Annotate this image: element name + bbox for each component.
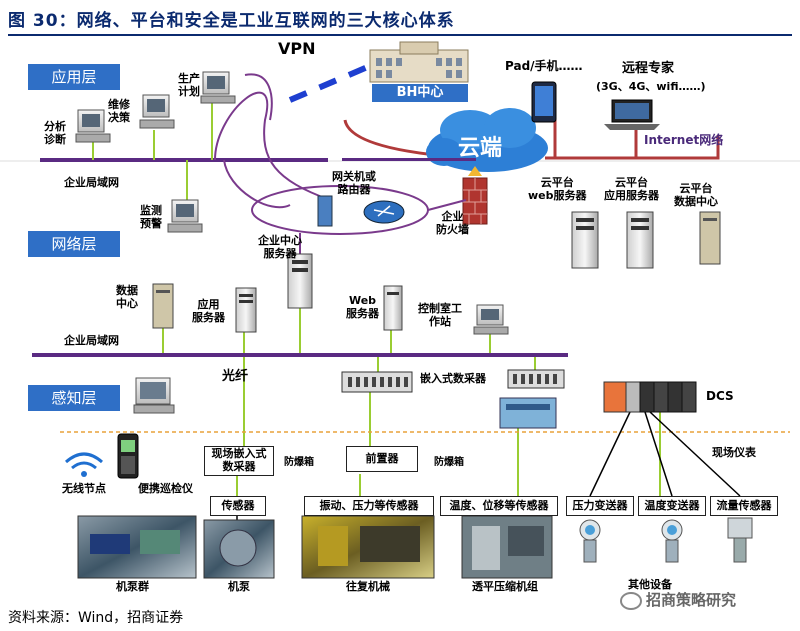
temp-sensor-box: 温度、位移等传感器 [440, 496, 558, 516]
purple-links [214, 73, 467, 268]
production-plan-label: 生产 计划 [178, 72, 200, 98]
network-bus [32, 353, 568, 357]
web-server-label: Web 服务器 [346, 294, 379, 320]
handheld-icon [117, 433, 139, 479]
cloud-app-label: 云平台 应用服务器 [604, 176, 659, 202]
machine-photo [77, 515, 197, 579]
field-collector-box: 现场嵌入式 数采器 [204, 446, 274, 476]
vpn-label: VPN [278, 39, 316, 58]
center-server-label: 企业中心 服务器 [258, 234, 302, 260]
server-icon [571, 211, 599, 269]
firewall-label: 企业 防火墙 [436, 210, 469, 236]
computer-icon [75, 109, 111, 143]
building-icon [369, 41, 469, 83]
green-links [92, 98, 661, 496]
computer-icon [139, 94, 175, 129]
analysis-label: 分析 诊断 [44, 120, 66, 146]
instrument-links [236, 411, 741, 520]
transmitter-icon [661, 519, 683, 563]
internet-label: Internet网络 [644, 133, 724, 147]
machine-photo [203, 519, 275, 579]
computer-icon [133, 377, 175, 414]
pressure-tx-box: 压力变送器 [566, 496, 634, 516]
pad-label: Pad/手机…… [505, 59, 583, 73]
layer-tag-network: 网络层 [28, 231, 120, 257]
pump-label: 机泵 [228, 580, 250, 593]
fiber-label: 光纤 [222, 369, 249, 384]
temp-tx-box: 温度变送器 [638, 496, 706, 516]
layer-tag-application: 应用层 [28, 64, 120, 90]
embedded-collector-label: 嵌入式数采器 [420, 372, 486, 385]
field-instrument-label: 现场仪表 [712, 446, 756, 459]
turbo-compressor-label: 透平压缩机组 [472, 580, 538, 593]
preprocessor-box: 前置器 [346, 446, 418, 472]
dcs-icon [603, 381, 697, 413]
server-icon [699, 211, 721, 265]
computer-icon [200, 71, 236, 104]
lan1-label: 企业局域网 [64, 176, 119, 189]
vpn-link [288, 63, 372, 103]
gateway-label: 网关机或 路由器 [332, 170, 376, 196]
maintenance-label: 维修 决策 [108, 98, 130, 124]
figure-title: 图 30：网络、平台和安全是工业互联网的三大核心体系 [8, 11, 455, 31]
laptop-icon [604, 99, 660, 130]
machine-photo [461, 515, 553, 579]
firewall-icon [462, 166, 488, 225]
flow-sensor-box: 流量传感器 [710, 496, 778, 516]
remote-expert-label: 远程专家 [622, 61, 675, 76]
explosion-box-2-label: 防爆箱 [434, 457, 464, 468]
reciprocating-label: 往复机械 [346, 580, 390, 593]
wifi-icon [65, 452, 103, 477]
layer-tag-sensing: 感知层 [28, 385, 120, 411]
application-bus [40, 158, 476, 162]
other-equipment-label: 其他设备 [628, 578, 672, 591]
dcs-label: DCS [706, 389, 734, 403]
server-icon [383, 285, 403, 331]
vib-sensor-box: 振动、压力等传感器 [304, 496, 434, 516]
server-icon [235, 287, 257, 333]
monitor-label: 监测 预警 [140, 204, 162, 230]
cloud-dc-label: 云平台 数据中心 [674, 182, 718, 208]
watermark: 招商策略研究 [620, 589, 736, 610]
transmitter-icon [727, 517, 753, 563]
tablet-icon [531, 81, 557, 123]
machine-photo [301, 515, 435, 579]
remote-expert-sub: (3G、4G、wifi……) [596, 80, 706, 93]
app-server-label: 应用 服务器 [192, 298, 225, 324]
collector-icon [499, 369, 565, 429]
patrol-label: 便携巡检仪 [138, 482, 193, 495]
sensor-box: 传感器 [210, 496, 266, 516]
pump-group-label: 机泵群 [116, 580, 149, 593]
control-ws-label: 控制室工 作站 [418, 302, 462, 328]
watermark-text: 招商策略研究 [646, 591, 737, 609]
server-icon [152, 283, 174, 329]
server-icon [626, 211, 654, 269]
wechat-icon [620, 591, 642, 610]
router-icon [317, 195, 405, 227]
computer-icon [167, 199, 203, 233]
explosion-box-1-label: 防爆箱 [284, 457, 314, 468]
wireless-label: 无线节点 [62, 482, 106, 495]
transmitter-icon [579, 519, 601, 563]
server-icon [287, 253, 313, 309]
collector-icon [341, 371, 413, 393]
cloud-label: 云端 [458, 136, 503, 161]
title-rule [8, 34, 792, 36]
data-center-label: 数据 中心 [116, 284, 138, 310]
source-note: 资料来源：Wind，招商证券 [8, 610, 184, 626]
bh-center-label: BH中心 [372, 84, 468, 102]
computer-icon [473, 304, 509, 335]
lan2-label: 企业局域网 [64, 334, 119, 347]
cloud-web-label: 云平台 web服务器 [528, 176, 587, 202]
